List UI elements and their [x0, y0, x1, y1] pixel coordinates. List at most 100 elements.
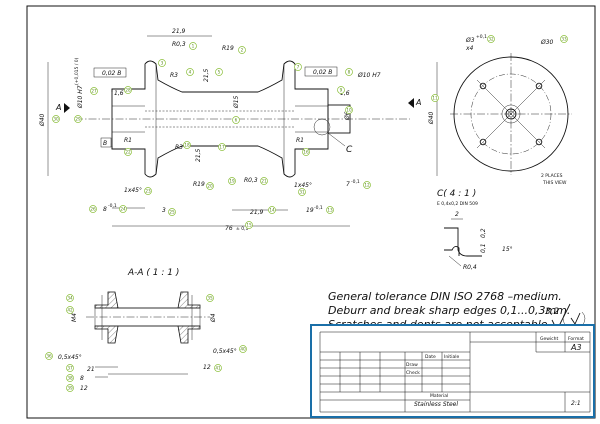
- balloon: 24: [119, 205, 127, 213]
- datum-b-frame: [100, 137, 112, 148]
- svg-text:3: 3: [161, 60, 164, 65]
- title-material-value: Stainless Steel: [414, 401, 458, 408]
- svg-text:40: 40: [240, 346, 246, 351]
- section-a-right: A: [415, 98, 421, 107]
- dim-19-tol: -0,1: [314, 205, 323, 211]
- balloon: 20: [206, 182, 214, 190]
- dim-8: 8: [103, 206, 107, 213]
- detail-c-profile: [444, 227, 482, 257]
- section-aa-d21: 21: [87, 366, 95, 373]
- svg-text:5: 5: [218, 69, 221, 74]
- dim-r0-3-bot: R0,3: [244, 177, 258, 184]
- svg-text:34: 34: [67, 295, 73, 300]
- title-block: Gewicht Format A3 Date Initiale Draw Che…: [310, 324, 595, 418]
- section-aa-hatch-top: [94, 291, 201, 309]
- dim-7: 7: [346, 181, 350, 188]
- balloon: 28: [124, 86, 132, 94]
- hub-outline-top: [111, 60, 329, 93]
- dim-r1-left: R1: [124, 137, 132, 144]
- svg-text:10: 10: [346, 107, 352, 112]
- detail-c-r-leader: [448, 255, 462, 267]
- balloon: 32: [487, 35, 495, 43]
- balloon: 14: [268, 206, 276, 214]
- svg-text:11: 11: [432, 95, 438, 100]
- balloon: 41: [214, 364, 222, 372]
- balloon: 31: [298, 188, 306, 196]
- dim-76-tol: ± 0,1: [236, 226, 248, 232]
- balloon: 18: [183, 141, 191, 149]
- svg-text:7: 7: [297, 64, 300, 69]
- end-view-pcd: Ø30: [540, 39, 554, 46]
- balloon: 37: [66, 364, 74, 372]
- svg-text:9: 9: [340, 87, 343, 92]
- balloon: 39: [66, 384, 74, 392]
- surface-finish-value: 3,2: [545, 307, 560, 317]
- title-block-highlight: [310, 324, 595, 418]
- balloon: 12: [363, 181, 371, 189]
- balloon: 22: [124, 148, 132, 156]
- surface-finish-inner-icon: [570, 312, 581, 325]
- balloon: 4: [186, 68, 194, 76]
- dim-1x45-right: 1x45°: [294, 182, 312, 189]
- svg-text:6: 6: [235, 117, 238, 122]
- surface-1-6-left: 1,6: [114, 90, 124, 97]
- svg-text:21: 21: [261, 178, 267, 183]
- balloon: 10: [345, 106, 353, 114]
- end-view-holes-count: x4: [465, 45, 474, 52]
- svg-text:42: 42: [67, 307, 73, 312]
- title-format-label: Format: [568, 336, 584, 342]
- svg-text:31: 31: [299, 189, 305, 194]
- dim-d40-right: Ø40: [428, 111, 435, 125]
- dim-d15: Ø15: [233, 95, 240, 109]
- svg-text:30: 30: [53, 116, 59, 121]
- dim-r3-left: R3: [170, 72, 178, 79]
- section-aa-view: A-A ( 1 : 1 ) M4 Ø4 0,5x45° 0,5x45° 8 12…: [45, 268, 247, 392]
- title-check-label: Check: [406, 370, 420, 376]
- svg-text:14: 14: [269, 207, 275, 212]
- gtol-left: 0,02 B: [102, 70, 121, 77]
- detail-c-r0-4: R0,4: [463, 264, 477, 271]
- dim-d40-left: Ø40: [39, 113, 46, 127]
- detail-c-leader: [327, 132, 346, 147]
- gtol-frame-right: [304, 66, 338, 77]
- balloon: 29: [74, 115, 82, 123]
- detail-c-angle: 15°: [502, 246, 513, 253]
- detail-c-circle: [313, 118, 331, 136]
- detail-c-title: C( 4 : 1 ): [437, 189, 476, 199]
- end-view-hole: [535, 82, 543, 90]
- svg-text:8: 8: [348, 69, 351, 74]
- main-view: C A A 21,9 R0,3 R19 R3 21,5 Ø15 Ø40 Ø40 …: [39, 28, 439, 232]
- balloon: 30: [52, 115, 60, 123]
- dim-r19-bot: R19: [193, 181, 205, 188]
- balloon: 5: [215, 68, 223, 76]
- note-line-1: General tolerance DIN ISO 2768 –medium.: [328, 290, 562, 303]
- svg-text:35: 35: [207, 295, 213, 300]
- hub-outline-bottom: [111, 145, 329, 178]
- surface-1-6-right: 1,6: [340, 90, 350, 97]
- main-balloons: 1 2 3 4 5 6 7 8 9 10 11 12 13 14 15 16 1…: [52, 42, 439, 229]
- dim-8-tol: -0,1: [108, 203, 117, 209]
- section-aa-d12-right: 12: [203, 364, 211, 371]
- svg-text:19: 19: [229, 178, 235, 183]
- balloon: 25: [168, 208, 176, 216]
- end-view-note-2: THIS VIEW: [542, 180, 567, 186]
- detail-c-ref: C: [346, 145, 353, 155]
- balloon: 1: [189, 42, 197, 50]
- balloon: 19: [228, 177, 236, 185]
- svg-text:13: 13: [327, 207, 333, 212]
- balloon: 40: [239, 345, 247, 353]
- detail-c-d0-1: 0,1: [480, 243, 487, 253]
- title-gewicht: Gewicht: [540, 336, 559, 342]
- dim-r3-mid: R3: [175, 144, 183, 151]
- balloon: 33: [560, 35, 568, 43]
- dim-d10h7-right: Ø10 H7: [357, 72, 381, 79]
- end-view-hole: [535, 138, 543, 146]
- balloon: 13: [326, 206, 334, 214]
- balloon: 16: [302, 148, 310, 156]
- balloon: 15: [245, 221, 253, 229]
- end-view-holes-tol: +0,1: [476, 34, 487, 40]
- end-view-holes: Ø3: [465, 37, 475, 44]
- end-view-diag: [476, 79, 546, 149]
- svg-text:28: 28: [125, 87, 131, 92]
